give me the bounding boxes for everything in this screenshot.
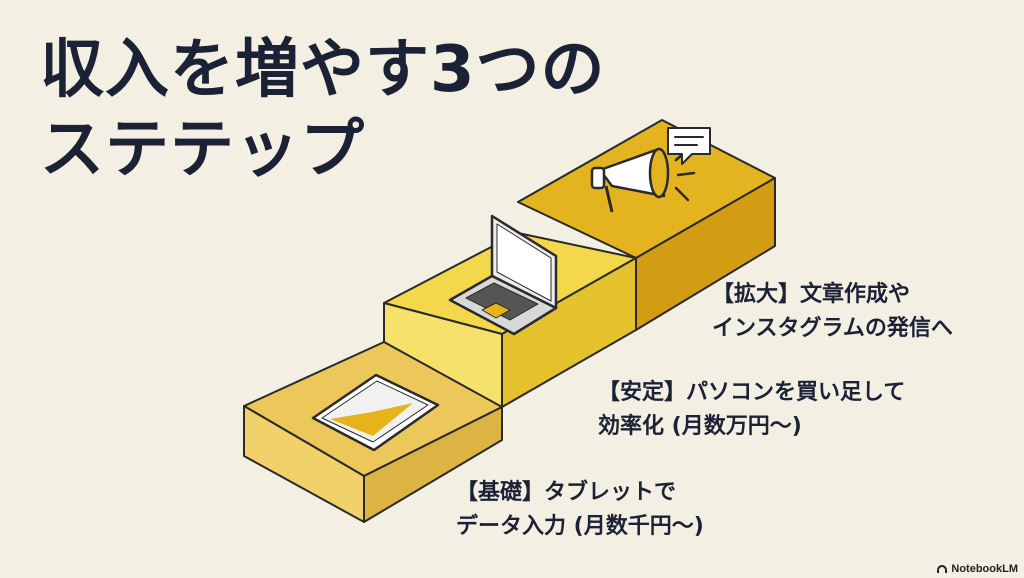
speech-bubble-icon	[667, 127, 711, 165]
title-line-1: 収入を増やす3つの	[40, 33, 606, 107]
step-3-caption: 【拡大】文章作成や インスタグラムの発信へ	[712, 278, 953, 346]
notebooklm-logo-icon	[937, 565, 948, 573]
step-2-caption-line-2: 効率化 (月数万円〜)	[598, 414, 802, 439]
title-line-2: ステテップ	[40, 113, 365, 187]
step-2-caption-line-1: 【安定】パソコンを買い足して	[598, 380, 906, 405]
step-1-caption-line-2: データ入力 (月数千円〜)	[456, 514, 704, 539]
brand-watermark: NotebookLM	[937, 563, 1018, 575]
step-3-caption-line-2: インスタグラムの発信へ	[712, 316, 953, 341]
step-2-caption: 【安定】パソコンを買い足して 効率化 (月数万円〜)	[598, 376, 905, 444]
step-1-caption-line-1: 【基礎】タブレットで	[456, 480, 677, 505]
megaphone-icon	[590, 146, 696, 213]
brand-label: NotebookLM	[951, 563, 1018, 575]
step-3-caption-line-1: 【拡大】文章作成や	[712, 282, 911, 307]
laptop-icon	[448, 214, 558, 336]
step-1-caption: 【基礎】タブレットで データ入力 (月数千円〜)	[456, 476, 704, 544]
tablet-icon	[311, 373, 440, 452]
page-title: 収入を増やす3つの ステテップ	[40, 30, 606, 190]
